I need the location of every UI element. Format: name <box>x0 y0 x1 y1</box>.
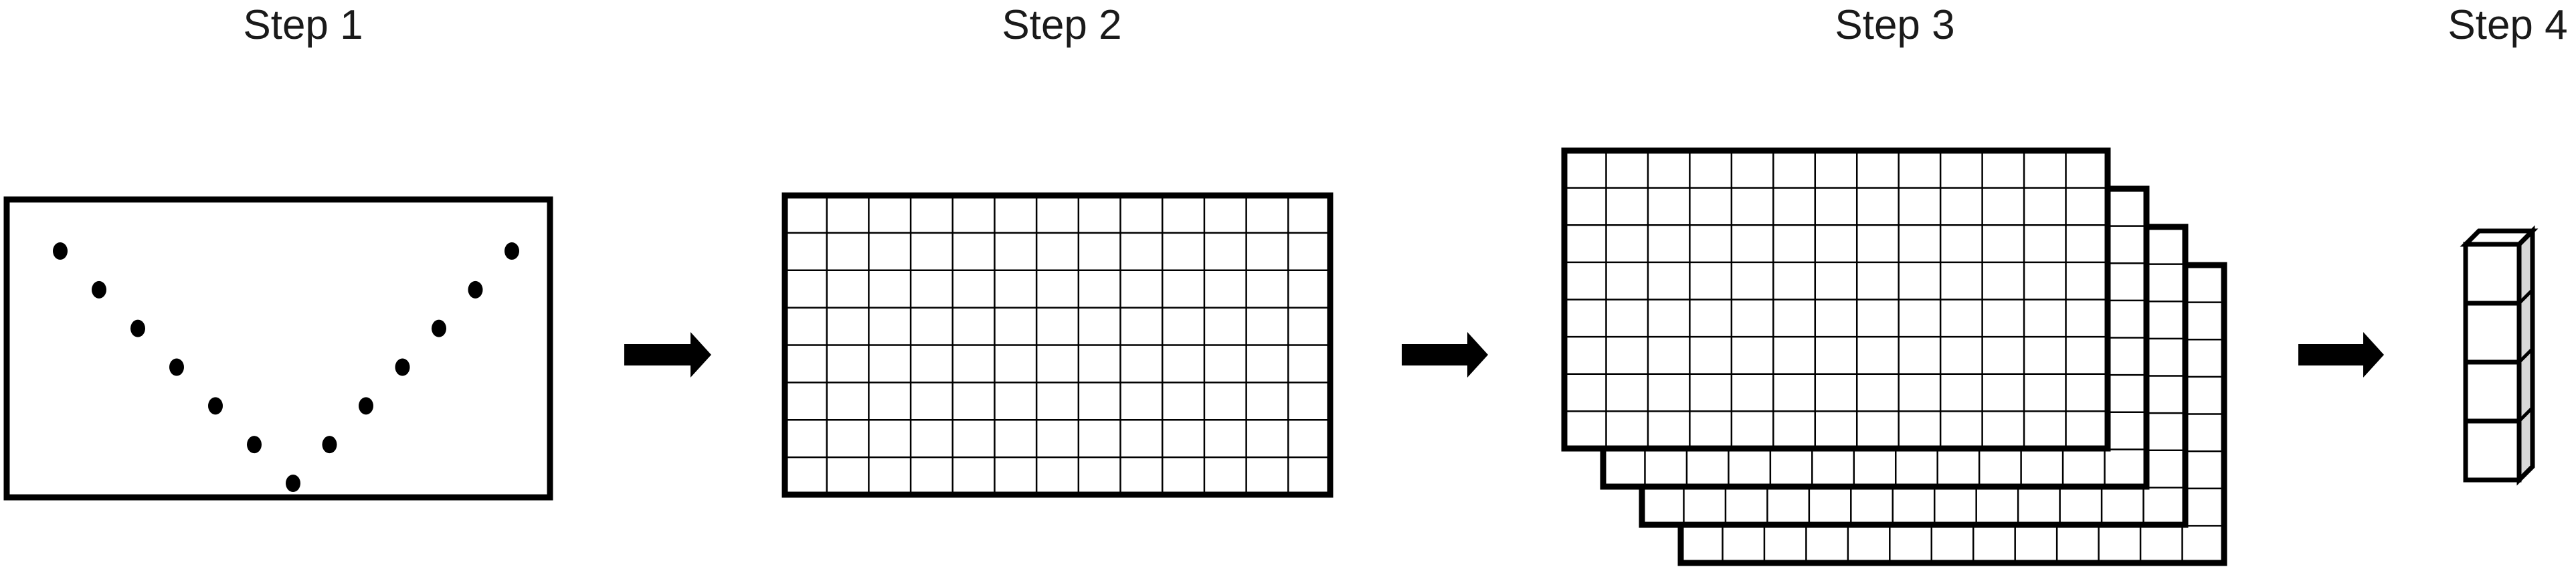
step-4-cube-column <box>2460 225 2539 486</box>
right-arrow-icon <box>1402 332 1488 378</box>
step-2-label: Step 2 <box>1002 2 1121 48</box>
right-arrow-icon <box>624 332 711 378</box>
data-point-dot <box>169 358 184 376</box>
cube-front-face <box>2463 242 2522 306</box>
grid-panel <box>781 192 1333 498</box>
cube-side-divider <box>2518 289 2534 305</box>
data-point-dot <box>208 397 223 415</box>
cube-front-face <box>2463 418 2522 483</box>
data-point-dot <box>130 319 145 337</box>
data-point-dot <box>53 242 68 260</box>
data-point-dot <box>359 397 373 415</box>
step-1-label: Step 1 <box>243 2 363 48</box>
data-point-dot <box>92 280 106 299</box>
data-point-dot <box>432 319 446 337</box>
step-1-points <box>53 242 519 492</box>
step-1-panel <box>3 196 553 501</box>
right-arrow-icon <box>2298 332 2384 378</box>
arrow-3 <box>2298 332 2384 378</box>
data-point-dot <box>286 475 300 492</box>
step-2-grid <box>781 192 1333 498</box>
step-1-frame <box>3 196 553 501</box>
arrow-2 <box>1402 332 1488 378</box>
arrow-1 <box>624 332 711 378</box>
cube-front-face <box>2463 359 2522 424</box>
cube-side-divider <box>2518 406 2534 422</box>
cube-side-divider <box>2518 347 2534 363</box>
step-2-panel <box>781 192 1333 498</box>
cube-front-face <box>2463 301 2522 365</box>
step-4-label: Step 4 <box>2448 2 2567 48</box>
data-point-dot <box>322 436 337 454</box>
step-4-panel <box>2460 225 2539 486</box>
data-point-dot <box>247 436 262 454</box>
step-3-grid-stack <box>1561 147 2227 566</box>
data-point-dot <box>504 242 519 260</box>
stacked-grid-layer <box>1561 147 2111 452</box>
step-3-panel <box>1561 147 2227 566</box>
data-point-dot <box>395 358 410 376</box>
step-3-label: Step 3 <box>1835 2 1954 48</box>
data-point-dot <box>468 280 483 299</box>
